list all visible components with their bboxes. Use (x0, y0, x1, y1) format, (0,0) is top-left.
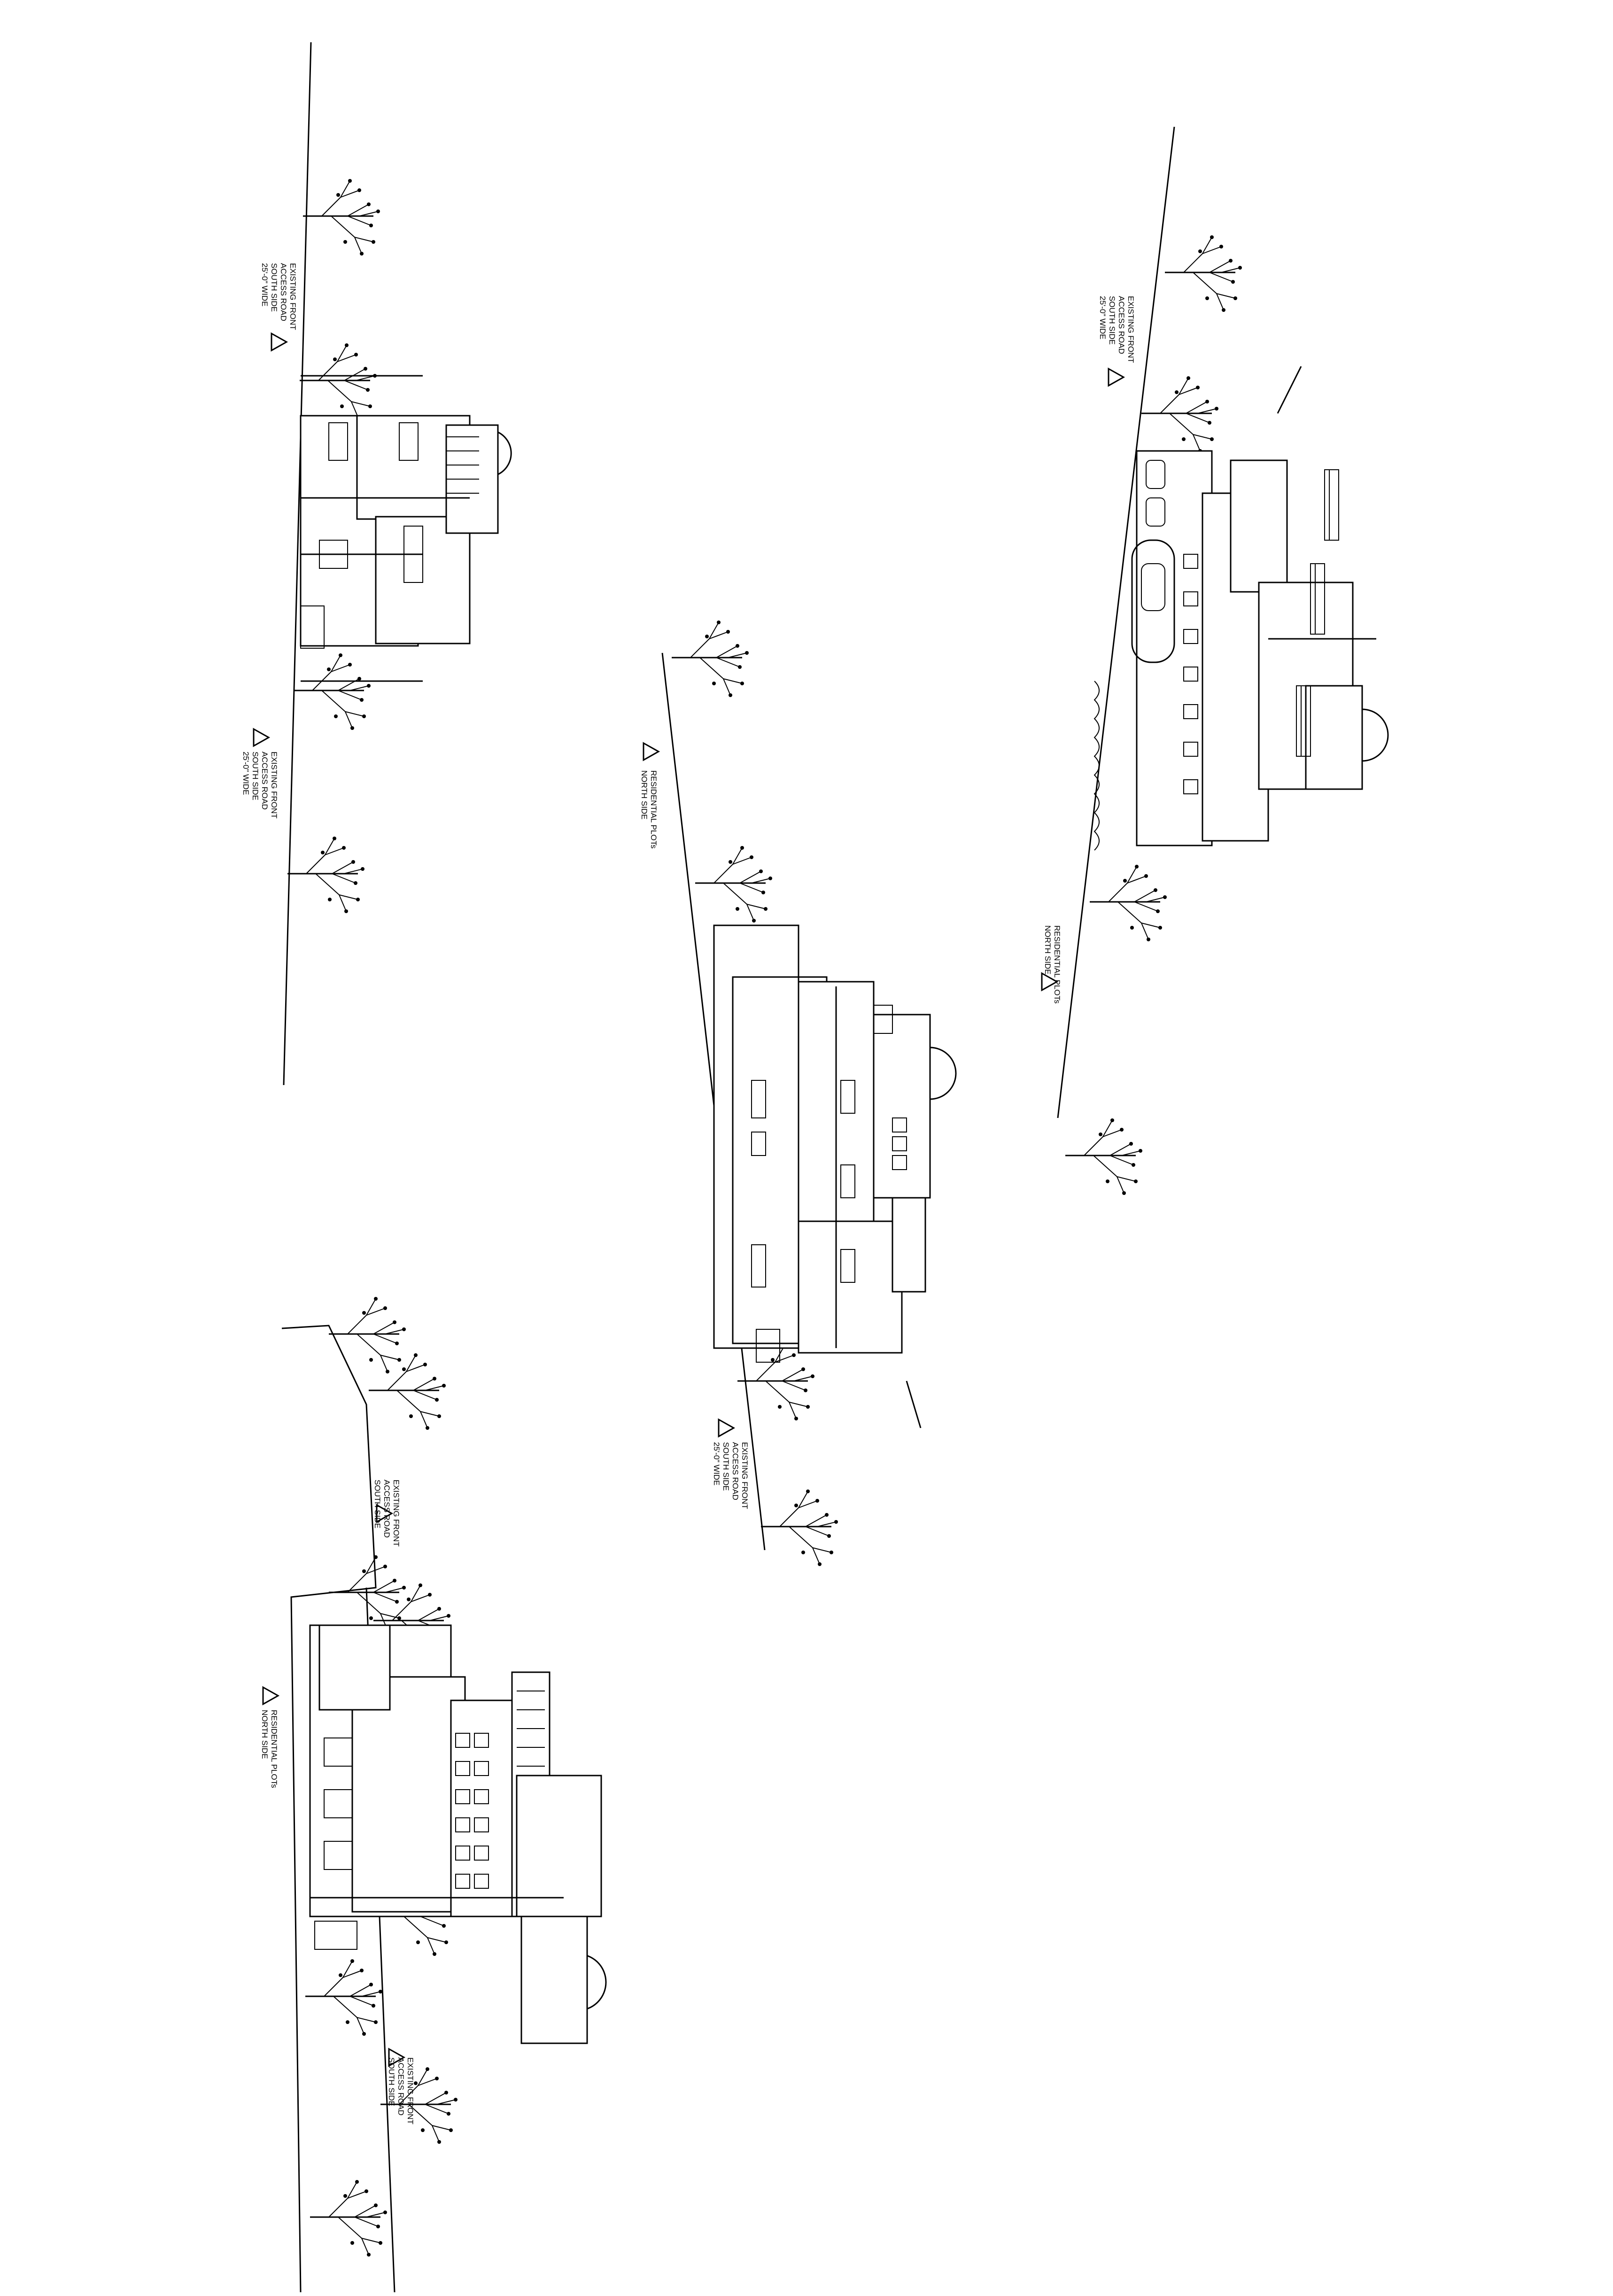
label-s2-top: RESIDENTIAL PLOTs NORTH SIDE (640, 770, 658, 851)
label-s1-bottom: EXISTING FRONT ACCESS ROAD SOUTH SIDE 25… (241, 752, 279, 821)
label-s4-mid: RESIDENTIAL PLOTs NORTH SIDE (260, 1710, 279, 1790)
label-s4-bottom: EXISTING FRONT ACCESS ROAD SOUTH SIDE (387, 2057, 415, 2126)
label-s3-bottom: RESIDENTIAL PLOTs NORTH SIDE (1043, 925, 1062, 1006)
label-s2-bottom: EXISTING FRONT ACCESS ROAD SOUTH SIDE 25… (712, 1442, 749, 1511)
elevation-three: EXISTING FRONT ACCESS ROAD SOUTH SIDE 25… (1041, 126, 1389, 1196)
label-s3-top: EXISTING FRONT ACCESS ROAD SOUTH SIDE 25… (1098, 296, 1135, 365)
label-s1-top: EXISTING FRONT ACCESS ROAD SOUTH SIDE 25… (260, 263, 297, 332)
elevation-two: RESIDENTIAL PLOTs NORTH SIDE EXISTING FR… (640, 620, 957, 1567)
label-s4-top: EXISTING FRONT ACCESS ROAD SOUTH SIDE (373, 1480, 401, 1549)
elevation-four: EXISTING FRONT ACCESS ROAD SOUTH SIDE RE… (260, 1296, 607, 2293)
elevation-one: EXISTING FRONT ACCESS ROAD SOUTH SIDE 25… (241, 42, 512, 1086)
